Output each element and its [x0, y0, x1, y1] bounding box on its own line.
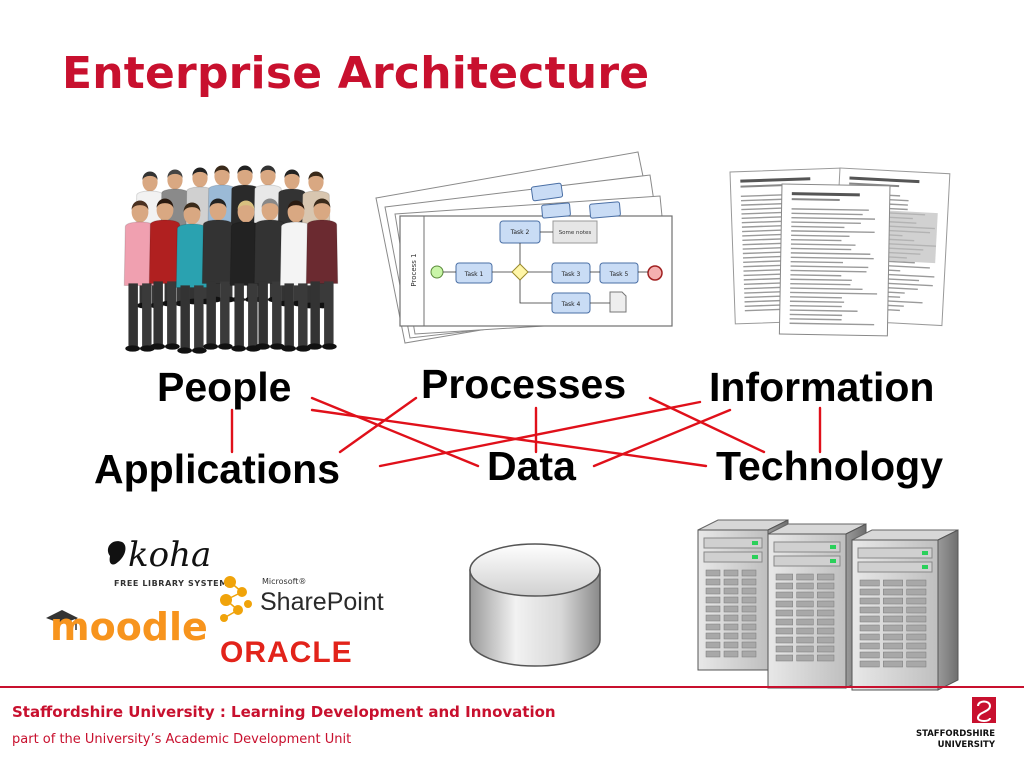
koha-logo: koha FREE LIBRARY SYSTEM — [107, 535, 228, 588]
svg-text:Some notes: Some notes — [559, 230, 592, 236]
svg-text:Task 1: Task 1 — [464, 271, 484, 278]
svg-text:Task 5: Task 5 — [609, 271, 629, 278]
svg-text:moodle: moodle — [50, 605, 208, 649]
moodle-logo: moodle — [46, 605, 208, 649]
process-lane-label: Process 1 — [410, 253, 418, 286]
svg-text:koha: koha — [128, 535, 211, 575]
concept-technology: Technology — [716, 443, 944, 489]
task-4: Task 4 — [551, 292, 591, 314]
task-3: Task 3 — [551, 262, 591, 284]
svg-text:Task 4: Task 4 — [561, 301, 581, 308]
slide-title: Enterprise Architecture — [62, 48, 650, 99]
process-note: Some notes — [552, 220, 598, 244]
task-1: Task 1 — [455, 262, 493, 284]
footer-title: Staffordshire University : Learning Deve… — [12, 703, 556, 721]
concept-processes: Processes — [421, 361, 627, 407]
concept-data: Data — [487, 443, 576, 489]
svg-text:Microsoft®: Microsoft® — [262, 577, 306, 586]
connector-information-data — [592, 408, 732, 468]
svg-text:Task 2: Task 2 — [510, 229, 530, 236]
footer-subtitle: part of the University’s Academic Develo… — [12, 732, 352, 747]
svg-text:FREE LIBRARY SYSTEM: FREE LIBRARY SYSTEM — [114, 579, 228, 588]
task-5: Task 5 — [599, 262, 639, 284]
oracle-logo: ORACLE — [220, 636, 353, 669]
svg-text:Task 3: Task 3 — [561, 271, 581, 278]
concept-information: Information — [709, 364, 935, 410]
svg-text:STAFFORDSHIRE: STAFFORDSHIRE — [916, 729, 995, 739]
svg-text:ORACLE: ORACLE — [220, 636, 353, 669]
footer-divider — [0, 686, 1024, 688]
sharepoint-logo: Microsoft® SharePoint — [220, 576, 384, 622]
concept-people: People — [157, 364, 292, 410]
concept-applications: Applications — [94, 446, 341, 492]
svg-text:UNIVERSITY: UNIVERSITY — [938, 740, 996, 750]
svg-text:SharePoint: SharePoint — [260, 588, 384, 616]
task-2: Task 2 — [499, 220, 541, 244]
connector-processes-applications — [338, 396, 418, 454]
